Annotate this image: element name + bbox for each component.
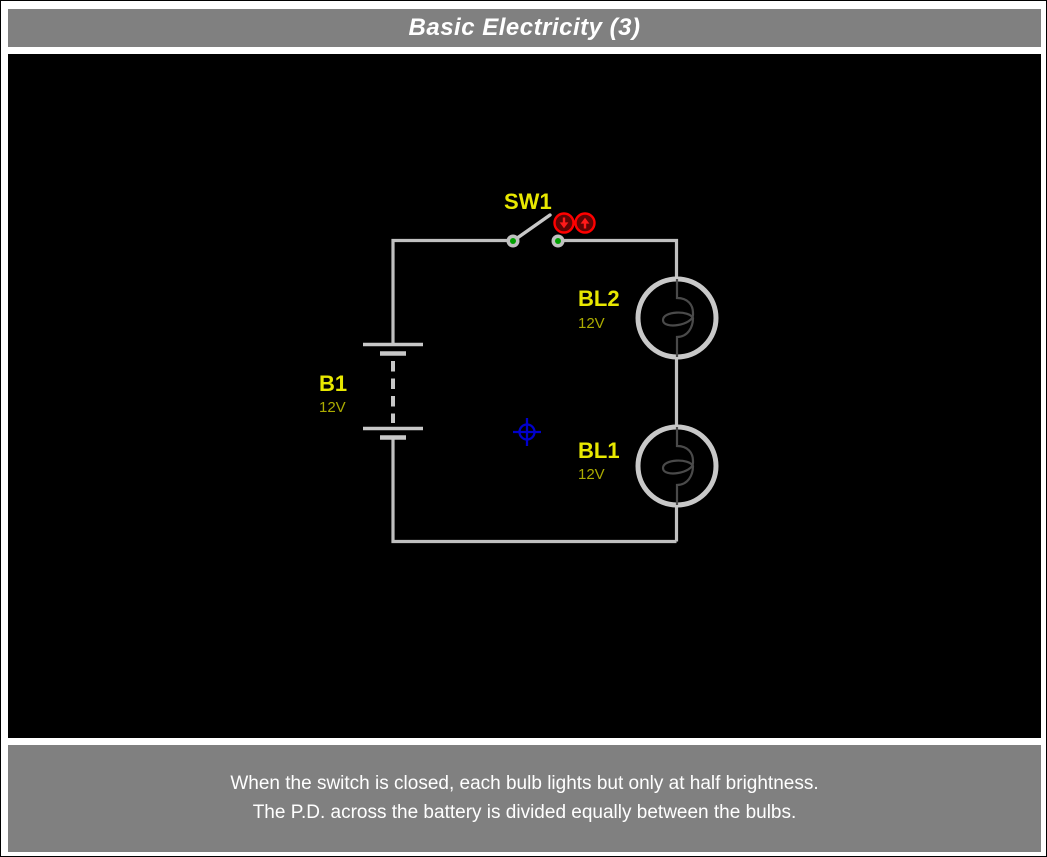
- switch-symbol[interactable]: [506, 213, 565, 248]
- bulb-bl1-value: 12V: [578, 466, 605, 483]
- wire-bottom: [391, 439, 677, 544]
- battery-value: 12V: [319, 399, 346, 416]
- caption-bar: When the switch is closed, each bulb lig…: [8, 745, 1041, 852]
- caption-line-1: When the switch is closed, each bulb lig…: [230, 773, 819, 794]
- page-title: Basic Electricity (3): [408, 14, 641, 41]
- bulb-bl2-value: 12V: [578, 315, 605, 332]
- title-bar: Basic Electricity (3): [8, 9, 1041, 47]
- bulb-bl1-symbol: [635, 424, 719, 508]
- switch-label: SW1: [504, 189, 552, 214]
- switch-terminal-left-dot: [510, 238, 516, 244]
- bulb-bl2-label: BL2: [578, 286, 620, 311]
- switch-terminal-right-dot: [555, 238, 561, 244]
- bulb-bl1-filament: [661, 427, 695, 505]
- circuit-wires: [391, 238, 679, 544]
- arrow-down-icon: [559, 217, 569, 229]
- crosshair-icon: [513, 418, 541, 446]
- battery-symbol: [363, 342, 423, 440]
- battery-label: B1: [319, 371, 348, 396]
- bulb-bl2-symbol: [635, 276, 719, 360]
- wire-top-left: [391, 238, 513, 344]
- wire-top-right: [558, 238, 679, 280]
- circuit-diagram: [363, 212, 719, 544]
- circuit-canvas[interactable]: SW1 B1 12V BL2 12V BL1 12V: [8, 54, 1041, 738]
- switch-close-button[interactable]: [553, 212, 575, 234]
- switch-open-button[interactable]: [574, 212, 596, 234]
- bulb-bl2-filament: [661, 279, 695, 357]
- caption-line-2: The P.D. across the battery is divided e…: [252, 802, 797, 823]
- arrow-up-icon: [580, 217, 590, 229]
- bulb-bl1-label: BL1: [578, 438, 620, 463]
- switch-lever[interactable]: [511, 213, 552, 243]
